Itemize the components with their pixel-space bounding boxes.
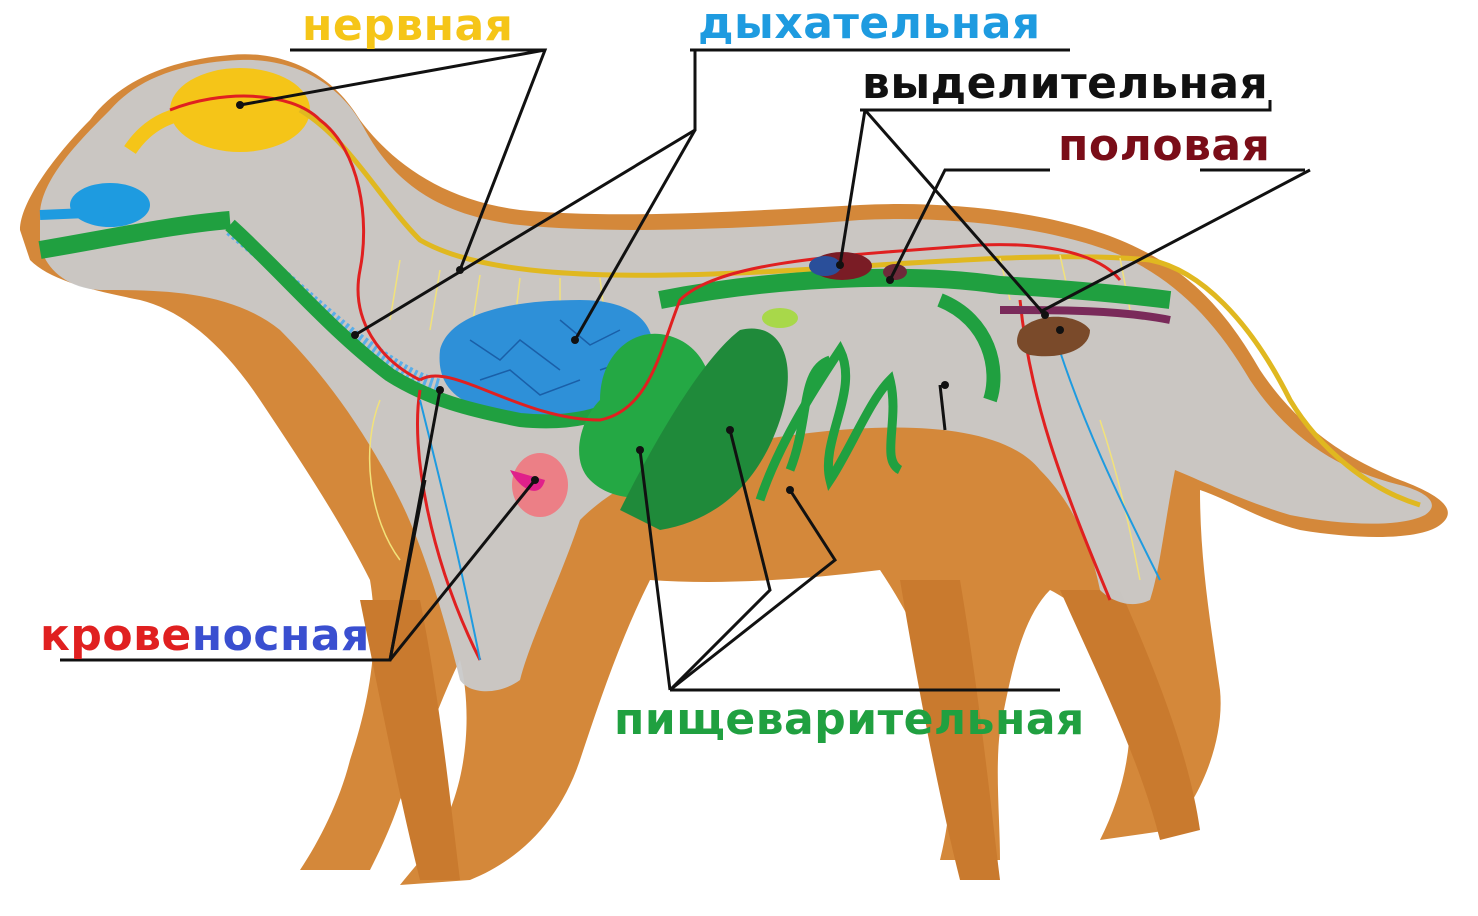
label-respiratory: дыхательная <box>698 2 1041 46</box>
label-reproductive: половая <box>1058 124 1270 168</box>
label-nervous: нервная <box>302 4 513 48</box>
label-circulatory: кровеносная <box>40 614 370 658</box>
label-circulatory-part2: носная <box>192 610 370 661</box>
label-circulatory-part1: крове <box>40 610 192 661</box>
label-digestive: пищеварительная <box>614 698 1085 742</box>
label-excretory: выделительная <box>862 62 1268 106</box>
